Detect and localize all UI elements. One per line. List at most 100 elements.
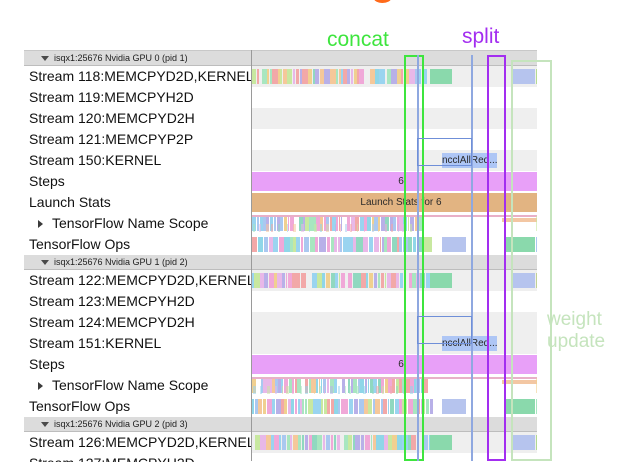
trace-event-bar[interactable] [315, 69, 320, 84]
trace-event-bar[interactable] [278, 378, 281, 393]
trace-event-bar[interactable] [322, 237, 327, 252]
trace-event-bar[interactable] [377, 224, 380, 232]
trace-event-bar[interactable] [293, 224, 296, 232]
trace-event-bar[interactable] [396, 273, 400, 288]
trace-event-bar[interactable] [305, 378, 309, 393]
trace-event-bar[interactable] [316, 378, 319, 393]
chevron-down-icon[interactable] [41, 56, 49, 61]
trace-event-bar[interactable] [287, 399, 291, 414]
trace-event-bar[interactable] [384, 435, 388, 450]
trace-event-bar[interactable] [318, 237, 323, 252]
trace-event-bar[interactable] [336, 435, 341, 450]
trace-event-bar[interactable] [536, 216, 537, 231]
trace-event-bar[interactable] [339, 224, 342, 232]
trace-event-bar[interactable] [357, 378, 360, 393]
trace-event-bar[interactable] [414, 216, 418, 231]
timeline-row[interactable]: Stream 127:MEMCPYH2D [24, 453, 537, 462]
trace-event-bar[interactable] [325, 273, 331, 288]
trace-event-bar[interactable] [407, 435, 411, 450]
trace-event-bar[interactable] [348, 435, 353, 450]
trace-event-bar[interactable] [269, 69, 272, 84]
trace-event-bar[interactable] [392, 435, 397, 450]
trace-event-bar[interactable] [316, 273, 322, 288]
trace-event-bar[interactable] [356, 224, 358, 232]
group-header-gpu-2[interactable]: isqx1:25676 Nvidia GPU 2 (pid 3) [24, 417, 537, 432]
trace-event-bar[interactable] [326, 237, 331, 252]
row-track[interactable] [252, 432, 537, 453]
trace-event-bar[interactable] [409, 273, 412, 288]
trace-event-bar[interactable] [330, 399, 334, 414]
trace-event-bar[interactable] [280, 378, 284, 393]
trace-event-bar[interactable] [420, 378, 424, 393]
trace-event-bar[interactable] [370, 69, 375, 84]
trace-event-bar[interactable] [253, 224, 255, 232]
trace-event-bar[interactable] [402, 435, 408, 450]
trace-event-bar[interactable] [397, 224, 399, 232]
trace-event-bar[interactable] [258, 399, 263, 414]
trace-event-bar[interactable] [258, 224, 261, 232]
trace-event-bar[interactable] [340, 216, 343, 231]
trace-event-bar[interactable] [348, 386, 351, 394]
trace-event-bar[interactable] [281, 435, 287, 450]
trace-event-bar[interactable] [416, 237, 422, 252]
trace-event-bar[interactable] [363, 386, 366, 394]
row-track[interactable] [252, 108, 537, 129]
trace-event-bar[interactable] [366, 273, 369, 288]
trace-event-bar[interactable] [284, 237, 291, 252]
trace-event-bar[interactable] [267, 69, 270, 84]
timeline-row[interactable]: Stream 119:MEMCPYH2D [24, 87, 537, 108]
timeline-row[interactable]: Stream 126:MEMCPYD2D,KERNEL,MI [24, 432, 537, 453]
trace-event-bar[interactable] [536, 435, 537, 450]
trace-event-bar[interactable] [363, 224, 366, 232]
trace-event-bar[interactable] [336, 69, 339, 84]
trace-event-bar[interactable] [338, 216, 341, 231]
trace-event-bar[interactable] [423, 378, 429, 393]
trace-event-bar[interactable] [347, 69, 351, 84]
trace-event-bar[interactable] [254, 273, 260, 288]
trace-event-bar[interactable] [429, 399, 433, 414]
trace-event-bar[interactable] [373, 273, 378, 288]
trace-event-bar[interactable] [412, 237, 417, 252]
trace-event-bar[interactable] [386, 237, 392, 252]
trace-event-bar[interactable] [254, 399, 258, 414]
trace-event-bar[interactable] [277, 273, 283, 288]
trace-event-bar[interactable] [421, 69, 428, 84]
trace-event-bar[interactable] [382, 386, 385, 394]
trace-event-bar[interactable] [376, 435, 381, 450]
trace-event-bar[interactable] [402, 399, 408, 414]
trace-event-bar[interactable] [371, 216, 374, 231]
trace-event-bar[interactable] [367, 216, 372, 231]
trace-event-bar[interactable] [301, 435, 305, 450]
trace-event-bar[interactable] [326, 399, 331, 414]
trace-event-bar[interactable] [342, 237, 348, 252]
trace-event-bar[interactable] [297, 399, 300, 414]
chevron-right-icon[interactable] [38, 220, 43, 228]
trace-event-bar[interactable] [409, 224, 413, 232]
trace-event-bar[interactable] [309, 224, 311, 232]
trace-event-bar[interactable] [379, 69, 385, 84]
trace-event-bar[interactable] [325, 435, 331, 450]
timeline-row[interactable]: Stream 120:MEMCPYD2H [24, 108, 537, 129]
trace-event-bar[interactable] [262, 69, 267, 84]
trace-event-bar[interactable] [414, 69, 419, 84]
trace-event-bar[interactable] [308, 378, 311, 393]
trace-event-bar[interactable] [320, 216, 324, 231]
trace-event-bar[interactable] [257, 237, 264, 252]
trace-event-bar[interactable] [346, 216, 351, 231]
trace-event-bar[interactable] [330, 273, 336, 288]
trace-event-bar[interactable] [303, 237, 310, 252]
trace-event-bar[interactable] [269, 216, 274, 231]
row-track[interactable] [252, 270, 537, 291]
trace-event-bar[interactable] [417, 399, 421, 414]
trace-event-bar[interactable] [309, 216, 313, 231]
step-bar[interactable]: 6 [252, 355, 537, 374]
trace-event-bar[interactable] [314, 224, 317, 232]
trace-event-bar[interactable] [388, 378, 393, 393]
trace-event-bar[interactable] [385, 224, 388, 232]
trace-event-bar[interactable] [289, 216, 295, 231]
trace-event-bar[interactable] [364, 378, 368, 393]
trace-event-bar[interactable] [387, 399, 390, 414]
trace-event-bar[interactable] [273, 216, 277, 231]
trace-event-bar[interactable] [311, 435, 317, 450]
